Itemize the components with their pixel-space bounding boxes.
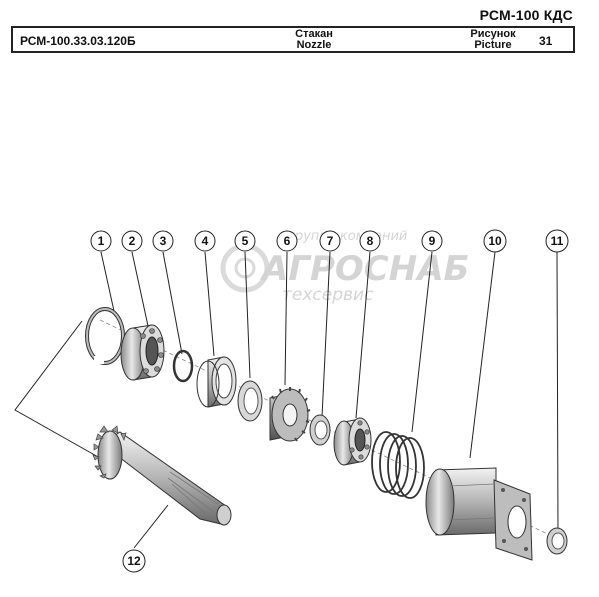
svg-text:4: 4 xyxy=(202,234,209,248)
title-block: РСМ-100.33.03.120Б Стакан Nozzle Рисунок… xyxy=(11,26,575,53)
part-8-bearing xyxy=(333,417,372,466)
picture-label-en: Picture xyxy=(474,39,512,51)
svg-text:9: 9 xyxy=(429,234,436,248)
part-12-shaft xyxy=(92,425,232,526)
callouts: 1 2 3 4 5 6 7 8 9 10 11 12 xyxy=(90,229,569,573)
watermark-top: группа компаний xyxy=(288,229,407,244)
callout-5: 5 xyxy=(234,230,256,252)
part-9-spring xyxy=(371,431,425,499)
picture-label: Рисунок Picture xyxy=(453,29,533,51)
machine-title: РСМ-100 КДС xyxy=(479,7,573,23)
callout-4: 4 xyxy=(194,230,216,252)
callout-11: 11 xyxy=(545,229,569,253)
callout-3: 3 xyxy=(152,230,174,252)
part-code: РСМ-100.33.03.120Б xyxy=(20,34,136,48)
callout-6: 6 xyxy=(276,230,298,252)
svg-text:5: 5 xyxy=(242,234,249,248)
svg-text:11: 11 xyxy=(551,234,564,248)
part-2-bearing xyxy=(120,324,165,381)
svg-text:10: 10 xyxy=(488,234,502,248)
svg-text:6: 6 xyxy=(284,234,291,248)
part-3-retaining-ring xyxy=(172,349,194,383)
svg-text:1: 1 xyxy=(98,234,105,248)
part-7-spacer xyxy=(309,414,331,446)
callout-8: 8 xyxy=(359,230,381,252)
part-1-snap-ring xyxy=(85,307,125,365)
leader-lines xyxy=(14,251,559,549)
callout-2: 2 xyxy=(121,230,143,252)
part-name-ru: Стакан xyxy=(295,28,333,40)
callout-7: 7 xyxy=(319,230,341,252)
svg-text:3: 3 xyxy=(160,234,167,248)
picture-label-ru: Рисунок xyxy=(470,28,516,40)
callout-12: 12 xyxy=(122,549,146,573)
part-name-en: Nozzle xyxy=(296,39,332,51)
callout-1: 1 xyxy=(90,230,112,252)
svg-text:8: 8 xyxy=(367,234,374,248)
watermark-main: АГРОСНАБ xyxy=(259,249,469,289)
svg-text:12: 12 xyxy=(127,554,141,568)
svg-text:2: 2 xyxy=(129,234,136,248)
svg-text:7: 7 xyxy=(327,234,334,248)
part-10-housing xyxy=(425,467,533,561)
part-6-gear xyxy=(269,387,311,442)
picture-number: 31 xyxy=(539,34,553,48)
callout-9: 9 xyxy=(421,230,443,252)
part-name: Стакан Nozzle xyxy=(259,29,369,51)
part-4-bearing-cup xyxy=(196,356,237,408)
callout-10: 10 xyxy=(483,229,507,253)
part-11-seal-ring xyxy=(546,527,568,555)
part-5-spacer-ring xyxy=(237,380,263,422)
